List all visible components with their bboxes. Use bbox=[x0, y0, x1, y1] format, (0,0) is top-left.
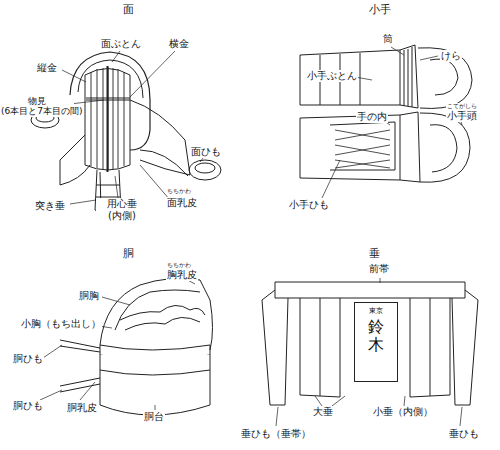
part-label: 大垂 bbox=[312, 406, 334, 418]
ruby-text: ちちかわ bbox=[166, 262, 192, 269]
part-label: 垂ひも（垂帯） bbox=[240, 428, 312, 440]
part-label: 筒 bbox=[382, 33, 394, 45]
ruby-text: こてがしら bbox=[446, 103, 478, 110]
part-label: 前帯 bbox=[368, 263, 390, 275]
name-tag: 東京鈴木 bbox=[354, 302, 398, 382]
section-title: 垂 bbox=[368, 248, 381, 261]
part-label: 小手ひも bbox=[288, 199, 330, 211]
part-label: 小垂（内側） bbox=[372, 406, 434, 418]
part-label: 小手頭 bbox=[446, 110, 478, 122]
ruby-text: ちちかわ bbox=[166, 188, 192, 195]
part-label: 縦金 bbox=[36, 62, 58, 74]
part-label: 胴ひも bbox=[12, 400, 44, 412]
part-label: 面ひも bbox=[190, 146, 222, 158]
part-label: 胴ひも bbox=[12, 353, 44, 365]
section-title: 小手 bbox=[368, 4, 392, 17]
part-label: 胴乳皮 bbox=[66, 402, 98, 414]
part-label: 胴台 bbox=[143, 411, 165, 423]
tag-region: 東京 bbox=[369, 306, 383, 316]
part-label: 面ぶとん bbox=[100, 38, 142, 50]
part-label: 横金 bbox=[168, 38, 190, 50]
part-label: 小胸（もち出し） bbox=[20, 318, 102, 330]
part-label: 面乳皮 bbox=[166, 197, 198, 209]
part-label: 小手ぶとん bbox=[306, 70, 358, 82]
part-label: 突き垂 bbox=[34, 200, 66, 212]
part-label: けら bbox=[440, 50, 462, 62]
part-label: 用心垂 (内側) bbox=[96, 198, 148, 221]
part-label: 手の内 bbox=[356, 111, 388, 123]
section-title: 面 bbox=[122, 4, 135, 17]
part-label: 物見 (6本目と7本目の間) bbox=[0, 96, 74, 117]
section-title: 胴 bbox=[122, 248, 135, 261]
part-label: 胸乳皮 bbox=[166, 269, 198, 281]
part-label: 垂ひも bbox=[448, 428, 480, 440]
tag-name: 鈴木 bbox=[368, 318, 384, 353]
part-label: 胴胸 bbox=[78, 290, 100, 302]
